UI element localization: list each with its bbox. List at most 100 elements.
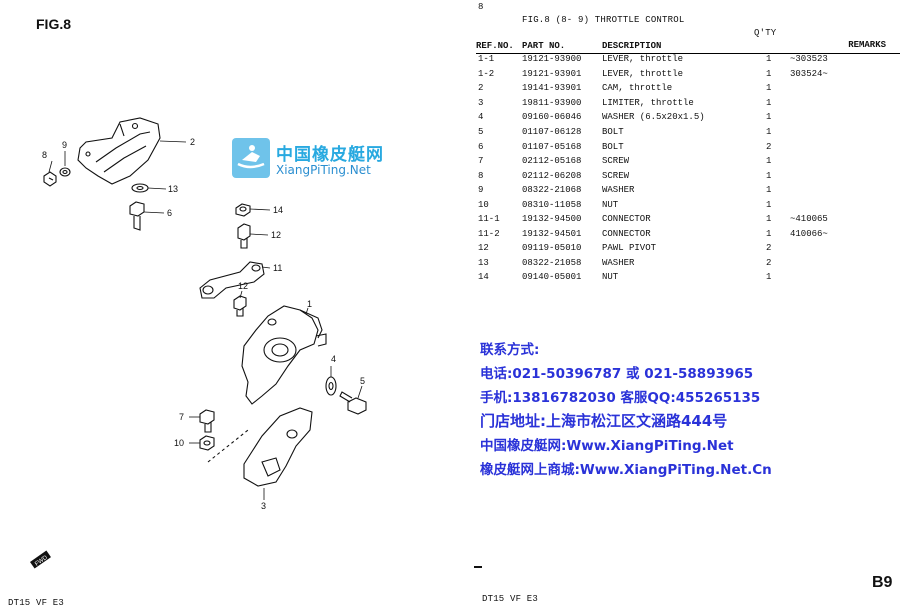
cell-qty: 1 — [766, 199, 772, 210]
cell-qty: 2 — [766, 141, 772, 152]
exploded-diagram: FWD — [29, 117, 367, 569]
bolt-part-5 — [339, 391, 367, 415]
cell-qty: 2 — [766, 257, 772, 268]
callout-8: 8 — [42, 150, 48, 160]
cell-qty: 1 — [766, 214, 772, 225]
cell-ref: 4 — [478, 112, 484, 123]
screw-part-8 — [43, 171, 57, 187]
cell-ref: 1-1 — [478, 54, 495, 65]
callout-1: 1 — [307, 299, 313, 309]
cell-description: LIMITER, throttle — [602, 97, 694, 108]
cell-qty: 1 — [766, 228, 772, 239]
cell-qty: 1 — [766, 127, 772, 137]
table-row: 6 01107-05168 BOLT 2 — [476, 139, 896, 154]
cell-remarks — [790, 110, 896, 125]
callout-11: 11 — [273, 263, 283, 273]
cell-remarks: 410066~ — [790, 228, 828, 239]
table-header-row: REF.NO. PART NO. DESCRIPTION REMARKS — [476, 40, 896, 52]
cell-description: LEVER, throttle — [602, 68, 684, 79]
cell-part-no: 01107-05168 — [522, 141, 582, 152]
qty-header: Q'TY — [754, 28, 777, 38]
nut-part-14 — [235, 203, 251, 217]
cell-remarks — [790, 168, 896, 183]
cell-remarks — [790, 183, 896, 198]
cell-part-no: 09160-06046 — [522, 112, 582, 123]
cell-description: NUT — [602, 199, 619, 210]
cell-remarks: ~410065 — [790, 214, 828, 225]
callout-3: 3 — [261, 501, 267, 511]
contact-mobile: 手机:13816782030 客服QQ:455265135 — [480, 390, 761, 406]
jetski-logo-icon — [232, 138, 270, 178]
cell-part-no: 09119-05010 — [522, 243, 582, 254]
watermark-title: 中国橡皮艇网 — [276, 145, 384, 165]
washer-part-13 — [131, 183, 149, 193]
cell-remarks — [790, 256, 896, 271]
cell-qty: 1 — [766, 156, 772, 167]
pivot-part-12-upper — [237, 223, 251, 249]
cell-qty: 1 — [766, 112, 772, 123]
col-description: DESCRIPTION — [602, 41, 662, 51]
right-footer: DT15 VF E3 — [482, 594, 539, 604]
cell-part-no: 08322-21068 — [522, 185, 582, 196]
cell-part-no: 19141-93901 — [522, 83, 582, 94]
cell-remarks — [790, 270, 896, 285]
cell-remarks — [790, 197, 896, 212]
callout-2: 2 — [190, 137, 196, 147]
cam-part-2 — [77, 117, 161, 185]
cell-description: NUT — [602, 272, 619, 283]
cell-qty: 1 — [766, 170, 772, 181]
contact-site-link[interactable]: 中国橡皮艇网:Www.XiangPiTing.Net — [480, 438, 734, 454]
header-divider — [476, 53, 900, 54]
cell-ref: 13 — [478, 257, 489, 268]
col-remarks: REMARKS — [848, 40, 886, 50]
dash-mark — [474, 566, 482, 568]
connector-part-11 — [199, 261, 265, 299]
cell-remarks — [790, 125, 896, 140]
parts-list-panel: 8 FIG.8 (8- 9) THROTTLE CONTROL Q'TY REF… — [470, 0, 900, 614]
limiter-part-3 — [243, 407, 313, 487]
fwd-arrow-icon: FWD — [29, 550, 51, 569]
contact-heading: 联系方式: — [480, 342, 540, 358]
col-ref: REF.NO. — [476, 41, 514, 51]
callout-7: 7 — [179, 412, 185, 422]
contact-shop-link[interactable]: 橡皮艇网上商城:Www.XiangPiTing.Net.Cn — [480, 462, 772, 478]
cell-part-no: 08310-11058 — [522, 199, 582, 210]
cell-description: WASHER (6.5x20x1.5) — [602, 112, 705, 123]
cell-description: BOLT — [602, 141, 624, 152]
callout-10: 10 — [174, 438, 185, 448]
page-number: 8 — [478, 2, 484, 12]
cell-part-no: 19132-94501 — [522, 228, 582, 239]
washer-part-4 — [325, 376, 337, 396]
cell-part-no: 01107-06128 — [522, 127, 582, 137]
cell-ref: 5 — [478, 127, 484, 137]
cell-qty: 1 — [766, 185, 772, 196]
cell-qty: 2 — [766, 243, 772, 254]
cell-ref: 3 — [478, 97, 484, 108]
cell-ref: 10 — [478, 199, 489, 210]
callout-9: 9 — [62, 140, 68, 150]
cell-remarks: ~303523 — [790, 54, 828, 65]
washer-part-9 — [59, 167, 71, 177]
callout-12-upper: 12 — [271, 230, 282, 240]
cell-ref: 6 — [478, 141, 484, 152]
table-row: 4 09160-06046 WASHER (6.5x20x1.5) 1 — [476, 110, 896, 125]
cell-qty: 1 — [766, 54, 772, 65]
pivot-part-12-lower — [233, 295, 247, 317]
diagram-panel: FIG.8 — [8, 16, 384, 608]
screw-part-7 — [199, 409, 215, 433]
cell-part-no: 19132-94500 — [522, 214, 582, 225]
cell-part-no: 08322-21058 — [522, 257, 582, 268]
cell-qty: 1 — [766, 272, 772, 283]
cell-ref: 7 — [478, 156, 484, 167]
cell-remarks — [790, 81, 896, 96]
contact-address: 门店地址:上海市松江区文涵路444号 — [480, 412, 728, 430]
